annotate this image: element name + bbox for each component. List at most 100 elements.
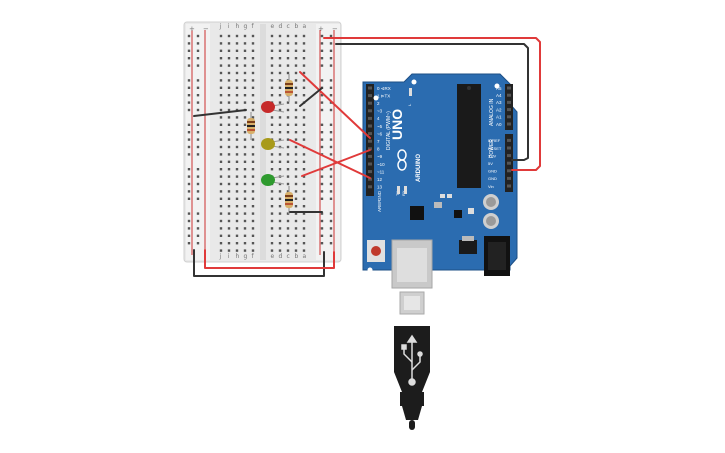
breadboard-hole [251, 49, 255, 52]
analog-pin[interactable] [507, 115, 511, 119]
breadboard-hole [227, 182, 231, 186]
digital-pin[interactable] [368, 147, 372, 151]
rail-hole [187, 123, 191, 126]
breadboard-hole [219, 123, 223, 126]
breadboard-hole [251, 160, 255, 163]
rail-hole [187, 212, 191, 215]
power-pin[interactable] [507, 146, 511, 150]
rail-hole [196, 49, 200, 52]
rail-hole [329, 131, 333, 134]
digital-pin[interactable] [368, 116, 372, 120]
rail-hole [320, 101, 324, 104]
breadboard-hole [227, 175, 231, 178]
breadboard-hole [286, 116, 290, 119]
digital-pin[interactable] [368, 94, 372, 98]
breadboard-hole [302, 182, 306, 186]
rail-hole [329, 42, 333, 45]
breadboard-hole [219, 86, 223, 89]
breadboard-hole [243, 123, 247, 126]
power-pin[interactable] [507, 184, 511, 188]
breadboard-hole [227, 49, 231, 52]
power-pin[interactable] [507, 169, 511, 173]
breadboard-hole [219, 131, 223, 134]
breadboard-hole [243, 205, 247, 208]
power-pin[interactable] [507, 154, 511, 158]
power-pin[interactable] [507, 161, 511, 165]
breadboard-hole [251, 79, 255, 82]
breadboard-hole [278, 205, 282, 208]
breadboard-hole [219, 145, 223, 149]
rail-hole [187, 86, 191, 89]
digital-pin[interactable] [368, 101, 372, 105]
rail-hole [320, 64, 324, 67]
breadboard-hole [286, 175, 290, 178]
breadboard-hole [302, 242, 306, 245]
column-label: i [228, 23, 230, 30]
rail-hole [187, 57, 191, 60]
breadboard-hole [243, 175, 247, 178]
breadboard-hole [270, 42, 274, 45]
breadboard-hole [235, 160, 239, 163]
breadboard-hole [243, 86, 247, 89]
rail-hole [196, 57, 200, 60]
digital-pin[interactable] [368, 162, 372, 166]
breadboard-hole [243, 153, 247, 156]
analog-pin[interactable] [507, 86, 511, 90]
arduino-brand: ARDUINO [416, 154, 422, 182]
breadboard-hole [270, 123, 274, 126]
digital-pin[interactable] [368, 109, 372, 113]
power-pin[interactable] [507, 176, 511, 180]
breadboard-hole [243, 242, 247, 245]
breadboard-hole [219, 175, 223, 178]
breadboard-hole [243, 160, 247, 163]
analog-pin[interactable] [507, 108, 511, 112]
digital-pin[interactable] [368, 177, 372, 181]
breadboard-hole [278, 64, 282, 67]
breadboard-hole [302, 108, 306, 112]
breadboard-hole [302, 34, 306, 38]
rail-hole [187, 227, 191, 230]
breadboard-hole [294, 79, 298, 82]
breadboard-hole [235, 138, 239, 141]
breadboard-hole [270, 131, 274, 134]
digital-pin[interactable] [368, 86, 372, 90]
breadboard-hole [219, 42, 223, 45]
rail-hole [329, 108, 333, 112]
breadboard-hole [219, 249, 223, 252]
breadboard-hole [294, 116, 298, 119]
rail-hole [196, 79, 200, 82]
analog-pin[interactable] [507, 122, 511, 126]
breadboard-hole [278, 168, 282, 171]
breadboard-hole [286, 138, 290, 141]
breadboard-hole [227, 153, 231, 156]
breadboard-hole [270, 64, 274, 67]
breadboard-hole [270, 57, 274, 60]
column-label: g [244, 23, 248, 30]
breadboard-hole [251, 101, 255, 104]
rail-hole [329, 182, 333, 186]
breadboard-hole [219, 242, 223, 245]
breadboard-hole [286, 34, 290, 38]
breadboard-hole [219, 219, 223, 223]
breadboard-hole [251, 197, 255, 200]
breadboard-hole [286, 101, 290, 104]
rail-hole [329, 197, 333, 200]
digital-pin[interactable] [368, 154, 372, 158]
analog-pin[interactable] [507, 93, 511, 97]
digital-pin[interactable] [368, 139, 372, 143]
breadboard-hole [302, 190, 306, 193]
rail-hole [329, 79, 333, 82]
usb-cable [394, 291, 430, 430]
breadboard-hole [302, 212, 306, 215]
digital-pin-label: 1 ⊳TX [377, 93, 390, 98]
digital-pin[interactable] [368, 124, 372, 128]
digital-pin[interactable] [368, 185, 372, 189]
power-pin[interactable] [507, 138, 511, 142]
breadboard-hole [235, 42, 239, 45]
digital-pin[interactable] [368, 170, 372, 174]
breadboard-hole [294, 249, 298, 252]
wire-black-gnd [335, 43, 529, 161]
digital-pin[interactable] [368, 132, 372, 136]
analog-pin[interactable] [507, 100, 511, 104]
